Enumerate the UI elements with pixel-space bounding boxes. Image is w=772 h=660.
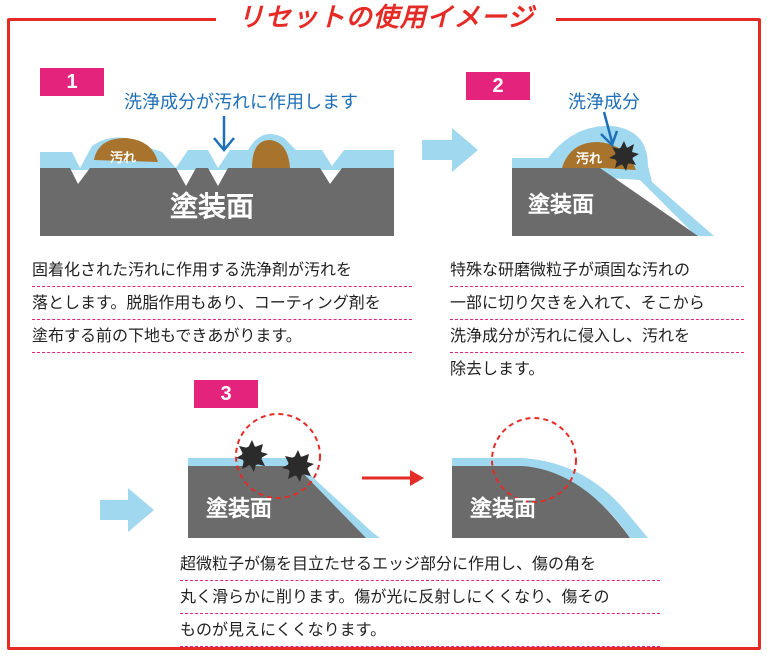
step-1-badge: 1 [40, 68, 104, 96]
step-1-coating [40, 134, 394, 170]
step-3-after-focus-circle [491, 417, 577, 503]
step-3-line-3: ものが見えにくくなります。 [180, 614, 660, 647]
step-3-description: 超微粒子が傷を目立たせるエッジ部分に作用し、傷の角を 丸く滑らかに削ります。傷が… [180, 548, 660, 647]
step-3-before-focus-circle [235, 413, 321, 499]
step-1-surface-label: 塗装面 [170, 190, 254, 223]
step-3-line-1: 超微粒子が傷を目立たせるエッジ部分に作用し、傷の角を [180, 548, 660, 581]
step-1-diagram: 汚れ 塗装面 [40, 116, 394, 236]
step-3-before-surface [188, 466, 366, 538]
step-2-diagram: 汚れ 塗装面 [512, 111, 714, 236]
page-title: リセットの使用イメージ [216, 0, 556, 36]
step-1-line-2: 落とします。脱脂作用もあり、コーティング剤を [32, 287, 412, 320]
step-3-badge: 3 [194, 380, 258, 408]
step-2-surface [512, 168, 698, 236]
step-1-surface [40, 168, 394, 236]
step-2-label: 洗浄成分 [568, 92, 640, 113]
step-3-particle-icon-2 [282, 450, 314, 482]
step-3-before-diagram: 塗装面 [188, 413, 380, 538]
step-1-dirt-left [94, 138, 158, 162]
step-2-coating [512, 125, 714, 236]
step-3-after-diagram: 塗装面 [452, 417, 648, 538]
step-3-line-2: 丸く滑らかに削ります。傷が光に反射しにくくなり、傷その [180, 581, 660, 614]
step-2-particle-icon [609, 141, 639, 171]
step-1-label: 洗浄成分が汚れに作用します [124, 92, 358, 113]
step-1-description: 固着化された汚れに作用する洗浄剤が汚れを 落とします。脱脂作用もあり、コーティン… [32, 254, 412, 353]
arrow-right-3-icon [100, 488, 154, 532]
step-1-arrow-down [213, 137, 235, 152]
step-2-arrow-down [600, 130, 619, 148]
step-2-line-4: 除去します。 [450, 359, 545, 378]
step-3-surface-label-before: 塗装面 [206, 496, 272, 522]
step-1-dirt-right [252, 140, 290, 168]
step-2-surface-label: 塗装面 [528, 192, 594, 218]
arrow-right-1-2-icon [422, 128, 478, 172]
step-1-line-3: 塗布する前の下地もできあがります。 [32, 320, 412, 353]
step-2-line-2: 一部に切り欠きを入れて、そこから [450, 287, 744, 320]
step-1-dirt-label: 汚れ [110, 150, 136, 166]
step-3-surface-label-after: 塗装面 [470, 496, 536, 522]
step-2-description: 特殊な研磨微粒子が頑固な汚れの 一部に切り欠きを入れて、そこから 洗浄成分が汚れ… [450, 254, 744, 385]
step-2-dirt-label: 汚れ [576, 151, 602, 167]
arrow-right-red-icon [410, 470, 424, 486]
step-2-line-3: 洗浄成分が汚れに侵入し、汚れを [450, 320, 744, 353]
step-3-particle-icon-1 [236, 440, 268, 472]
step-2-badge: 2 [466, 72, 530, 100]
step-2-line-1: 特殊な研磨微粒子が頑固な汚れの [450, 254, 744, 287]
step-1-line-1: 固着化された汚れに作用する洗浄剤が汚れを [32, 254, 412, 287]
